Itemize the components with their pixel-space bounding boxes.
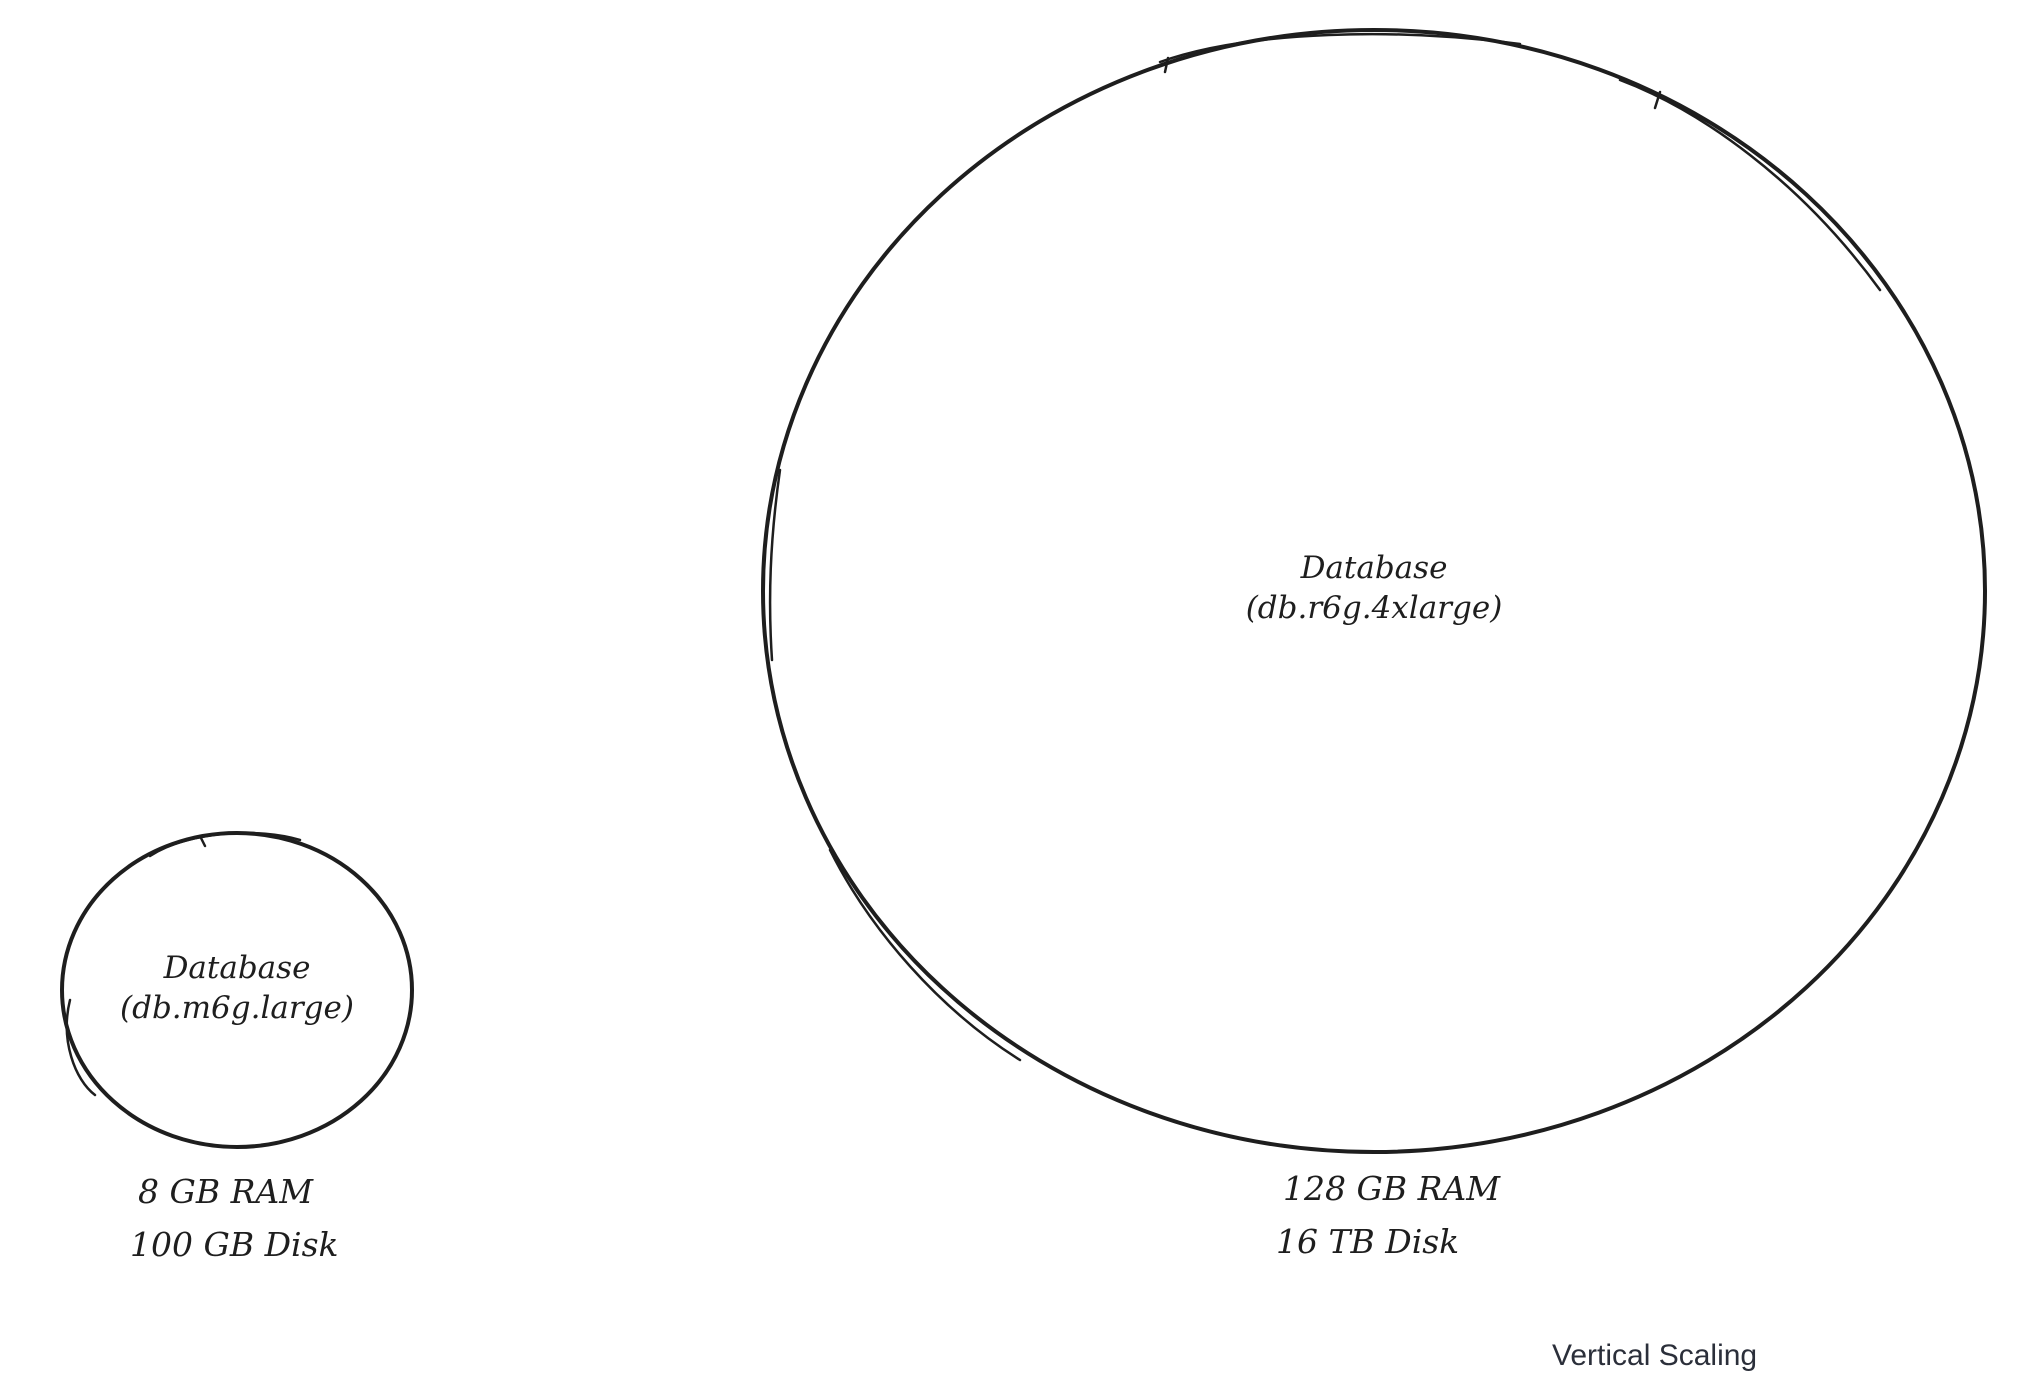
- large-database-node[interactable]: Database (db.r6g.4xlarge): [761, 28, 1987, 1154]
- small-database-node[interactable]: Database (db.m6g.large): [60, 831, 414, 1149]
- large-database-circle: [761, 28, 1987, 1154]
- small-database-disk: 100 GB Disk: [130, 1225, 339, 1264]
- large-database-instance: (db.r6g.4xlarge): [1246, 590, 1503, 626]
- large-database-circle-sketch: [768, 32, 1882, 1062]
- small-database-circle-sketch: [65, 831, 302, 1097]
- small-database-ram: 8 GB RAM: [138, 1172, 314, 1211]
- diagram-caption: Vertical Scaling: [1552, 1339, 1757, 1372]
- small-database-instance: (db.m6g.large): [120, 990, 354, 1026]
- large-database-ram: 128 GB RAM: [1283, 1169, 1501, 1208]
- large-database-title: Database: [1300, 550, 1448, 586]
- small-database-title: Database: [163, 950, 311, 986]
- large-database-disk: 16 TB Disk: [1276, 1222, 1459, 1261]
